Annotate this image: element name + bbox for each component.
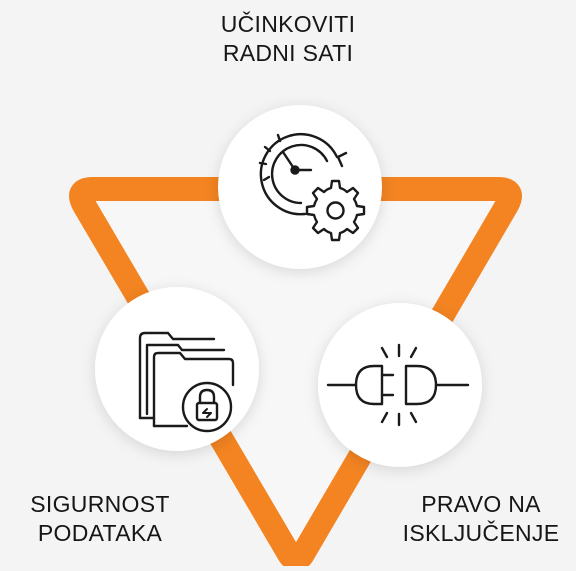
node-right [318,303,482,467]
node-right-label-line1: PRAVO NA [421,491,541,517]
folder-lock-icon [138,331,235,433]
node-left-label: SIGURNOST PODATAKA [0,490,200,548]
node-right-label-line2: ISKLJUČENJE [402,520,560,546]
clock-gear-icon [258,133,366,242]
node-left-label-line1: SIGURNOST [30,491,170,517]
node-left [95,287,259,451]
node-right-circle [318,303,482,467]
node-top-label-line2: RADNI SATI [222,40,354,66]
triangle-shape [69,177,522,571]
node-top [218,105,382,269]
node-right-label: PRAVO NA ISKLJUČENJE [386,490,576,548]
unplug-icon [326,343,470,427]
node-top-label: UČINKOVITI RADNI SATI [188,10,388,68]
node-top-circle [218,105,382,269]
node-top-label-line1: UČINKOVITI [220,11,356,37]
node-left-label-line2: PODATAKA [37,520,163,546]
